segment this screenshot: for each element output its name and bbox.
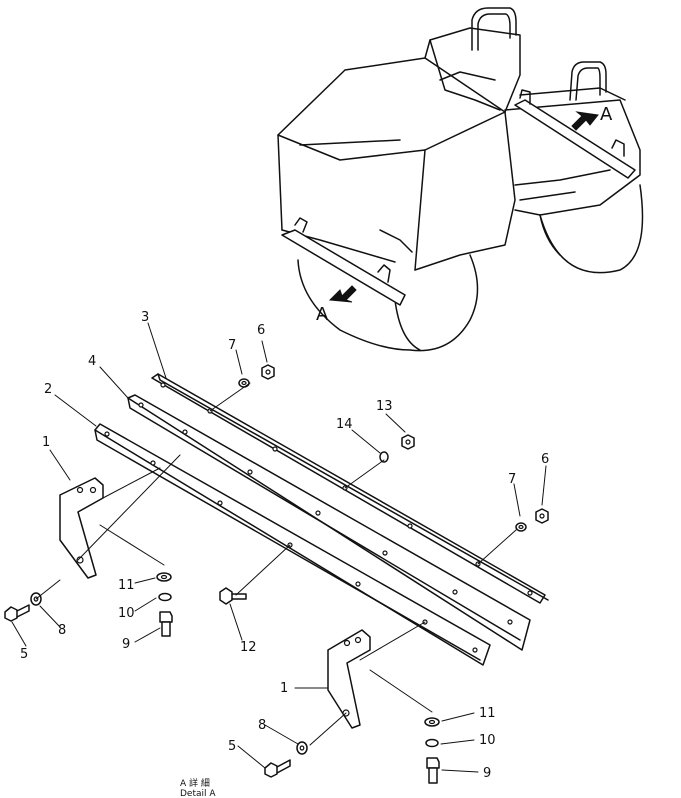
view-arrow-rear xyxy=(571,111,599,131)
front-scraper-assembly xyxy=(281,217,406,306)
callout-10-right: 10 xyxy=(479,733,496,748)
callout-6-upper: 6 xyxy=(257,323,265,338)
part-7-washer-lower xyxy=(515,522,527,532)
part-12-bolt xyxy=(219,587,247,605)
part-1-bracket-right xyxy=(327,629,371,729)
front-roller-drum xyxy=(297,254,479,352)
callout-9-left: 9 xyxy=(122,637,130,652)
part-11-washer-right xyxy=(424,717,440,727)
callout-11-left: 11 xyxy=(118,578,135,593)
view-arrow-front xyxy=(328,285,357,303)
callout-10-left: 10 xyxy=(118,606,135,621)
part-10-lockwasher-right xyxy=(425,738,439,748)
part-9-bolt-left xyxy=(159,611,173,637)
part-14-washer xyxy=(379,451,389,463)
callout-labels: 3 4 2 1 7 6 13 14 7 6 11 10 9 8 5 12 1 8… xyxy=(20,310,549,781)
callout-1-right: 1 xyxy=(280,681,288,696)
part-6-nut-upper xyxy=(261,364,275,380)
callout-7-lower: 7 xyxy=(508,472,516,487)
rear-roller-drum xyxy=(539,184,644,274)
part-9-bolt-right xyxy=(426,757,440,784)
callout-9-right: 9 xyxy=(483,766,491,781)
roller-machine: A A xyxy=(277,7,644,352)
engine-hood xyxy=(277,27,521,271)
part-11-washer-left xyxy=(156,572,172,582)
callout-5-left: 5 xyxy=(20,647,28,662)
detail-caption: A 詳 細 Detail A xyxy=(180,777,216,798)
callout-13: 13 xyxy=(376,399,393,414)
part-2-holder-plate xyxy=(94,423,491,666)
callout-5-right: 5 xyxy=(228,739,236,754)
callout-11-right: 11 xyxy=(479,706,496,721)
view-marker-rear: A xyxy=(600,104,613,125)
callout-12: 12 xyxy=(240,640,257,655)
caption-line-1: A 詳 細 xyxy=(180,777,210,789)
callout-8-left: 8 xyxy=(58,623,66,638)
part-1-bracket-left xyxy=(59,477,104,579)
part-10-lockwasher-left xyxy=(158,592,172,602)
part-13-nut xyxy=(401,434,415,450)
callout-1-left: 1 xyxy=(42,435,50,450)
callout-3: 3 xyxy=(141,310,149,325)
rear-scraper-assembly xyxy=(514,89,636,179)
part-5-bolt-right xyxy=(264,759,291,778)
callout-2: 2 xyxy=(44,382,52,397)
part-4-rubber-plate xyxy=(127,394,531,651)
part-7-washer-upper xyxy=(238,378,250,388)
callout-14: 14 xyxy=(336,417,353,432)
rear-frame xyxy=(504,87,641,216)
caption-line-2: Detail A xyxy=(180,789,216,798)
part-8-washer-right xyxy=(296,741,308,755)
part-6-nut-lower xyxy=(535,508,549,524)
callout-6-lower: 6 xyxy=(541,452,549,467)
part-5-bolt-left xyxy=(4,604,30,622)
part-3-scraper-plate xyxy=(151,373,549,604)
leader-lines xyxy=(11,322,547,773)
callout-4: 4 xyxy=(88,354,96,369)
view-marker-front: A xyxy=(316,304,329,325)
callout-7-upper: 7 xyxy=(228,338,236,353)
rear-handle xyxy=(471,7,607,101)
callout-8-right: 8 xyxy=(258,718,266,733)
